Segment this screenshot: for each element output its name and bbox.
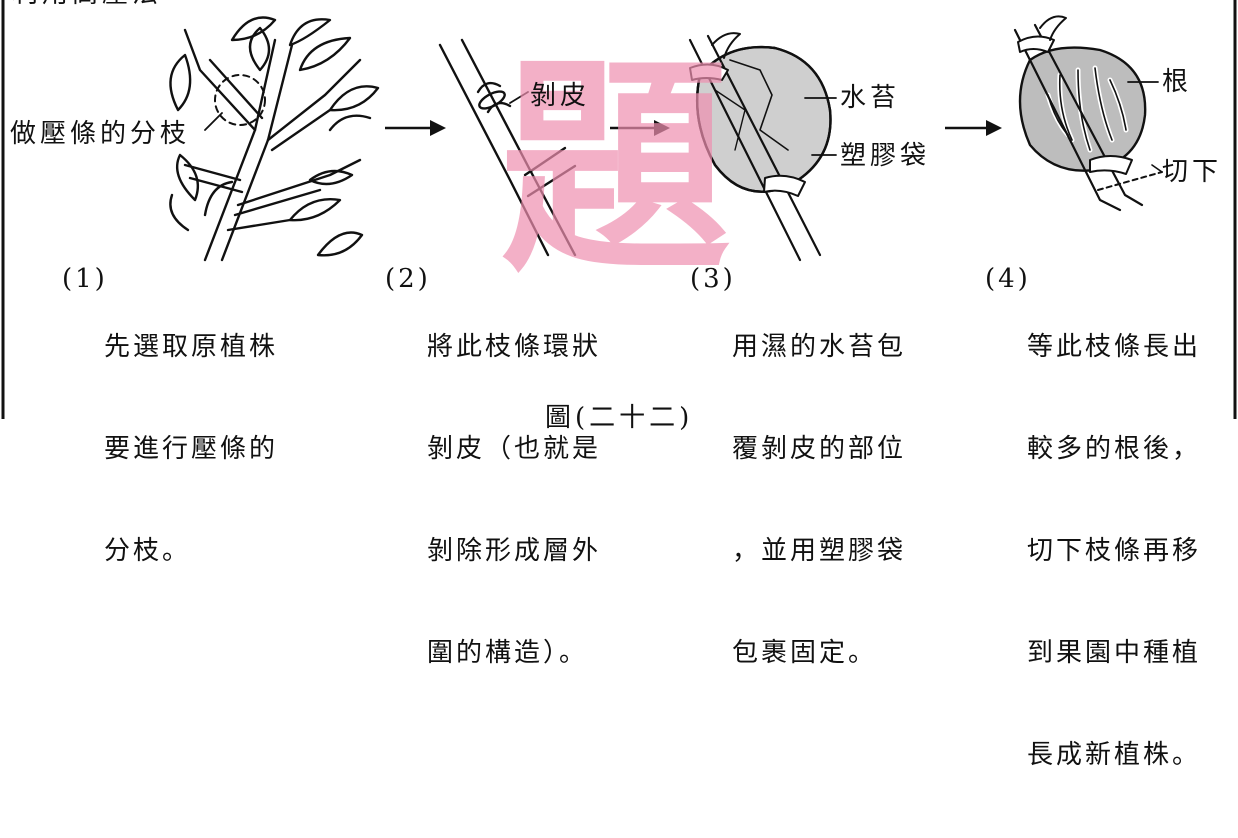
caption-step4-line: 等此枝條長出: [1027, 332, 1202, 362]
arrow-step2-to-3: [610, 120, 670, 136]
label-branch: 做壓條的分枝: [10, 119, 191, 149]
caption-step4-line: 較多的根後，: [1027, 434, 1202, 464]
caption-step4: (4) 等此枝條長出 較多的根後， 切下枝條再移 到果園中種植 長成新植株。: [985, 262, 1198, 770]
caption-step3-line: 用濕的水苔包: [732, 332, 907, 362]
watermark: 題: [500, 36, 731, 303]
caption-step1-line: 分枝。: [104, 536, 192, 566]
label-peel: 剝皮: [530, 81, 591, 111]
caption-step2-line: 將此枝條環狀: [427, 332, 602, 362]
step4-rooted-bag: [1013, 15, 1163, 212]
caption-step2-line: 剝皮（也就是: [427, 434, 602, 464]
header-text: 利用高壓法: [12, 0, 162, 10]
caption-step2-number: (2): [385, 264, 431, 294]
label-root: 根: [1162, 67, 1193, 97]
figure-label: 圖(二十二): [545, 403, 694, 433]
caption-step3: (3) 用濕的水苔包 覆剝皮的部位 ，並用塑膠袋 包裹固定。: [690, 262, 903, 668]
caption-step3-number: (3): [690, 264, 736, 294]
caption-step2-line: 剝除形成層外: [427, 536, 602, 566]
diagram: [1, 0, 1237, 419]
arrow-step3-to-4: [945, 120, 1002, 136]
caption-step4-line: 到果園中種植: [1027, 638, 1202, 668]
caption-step4-line: 切下枝條再移: [1027, 536, 1202, 566]
label-bag: 塑膠袋: [840, 141, 931, 171]
step3-moss-wrap: [688, 32, 837, 262]
caption-step1-line: 先選取原植株: [104, 332, 279, 362]
caption-step4-line: 長成新植株。: [1027, 740, 1202, 770]
step1-plant: [169, 16, 380, 262]
caption-step1-number: (1): [62, 264, 108, 294]
step2-branch: [438, 38, 577, 257]
label-cut: 切下: [1162, 157, 1223, 187]
caption-step2: (2) 將此枝條環狀 剝皮（也就是 剝除形成層外 圍的構造）。: [385, 262, 598, 668]
caption-step3-line: ，並用塑膠袋: [732, 536, 907, 566]
caption-step3-line: 包裹固定。: [732, 638, 878, 668]
caption-step2-line: 圍的構造）。: [427, 638, 589, 668]
caption-step1: (1) 先選取原植株 要進行壓條的 分枝。: [62, 262, 275, 566]
caption-step4-number: (4): [985, 264, 1031, 294]
label-moss: 水苔: [840, 83, 901, 113]
arrow-step1-to-2: [385, 120, 446, 136]
caption-step1-line: 要進行壓條的: [104, 434, 279, 464]
caption-step3-line: 覆剝皮的部位: [732, 434, 907, 464]
